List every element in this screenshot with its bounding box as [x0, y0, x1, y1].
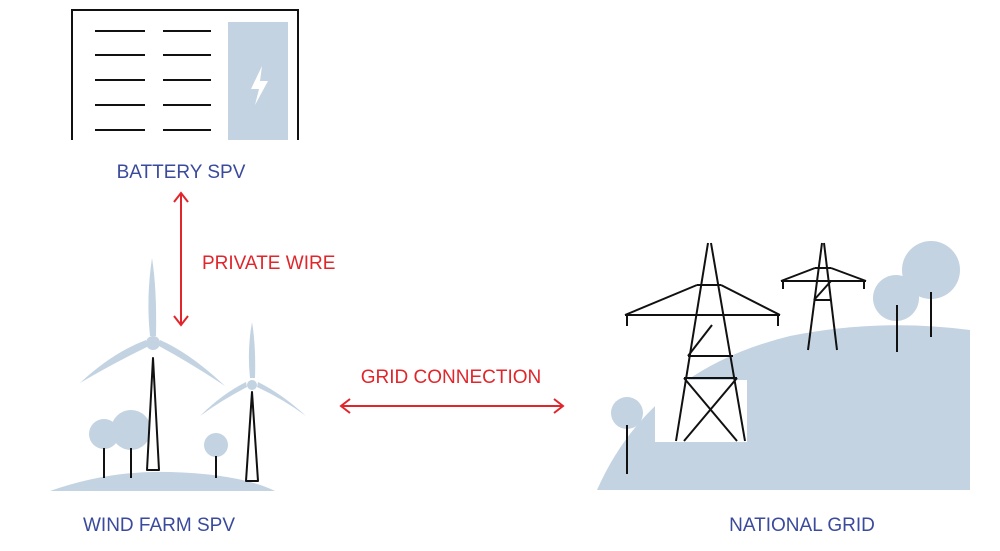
wind-farm-scene: [50, 258, 306, 491]
lightning-bolt-icon: [251, 66, 268, 105]
battery-cabinet-icon: [71, 9, 299, 140]
tree-icon: [611, 397, 643, 474]
wind-farm-spv-label: WIND FARM SPV: [83, 515, 235, 536]
tree-icon: [111, 410, 151, 478]
tree-icon: [902, 241, 960, 337]
battery-spv-label: BATTERY SPV: [117, 162, 246, 183]
national-grid-label: NATIONAL GRID: [729, 515, 875, 536]
private-wire-label: PRIVATE WIRE: [202, 253, 335, 274]
grid-connection-arrow: [339, 398, 565, 414]
national-grid-scene: [597, 241, 970, 490]
grid-connection-label: GRID CONNECTION: [361, 367, 542, 388]
tree-icon: [204, 433, 228, 478]
private-wire-arrow: [173, 191, 189, 327]
wind-turbine-icon: [80, 258, 225, 471]
pylon-icon: [624, 242, 781, 442]
pylon-icon: [780, 242, 867, 351]
wind-turbine-icon: [200, 322, 306, 482]
